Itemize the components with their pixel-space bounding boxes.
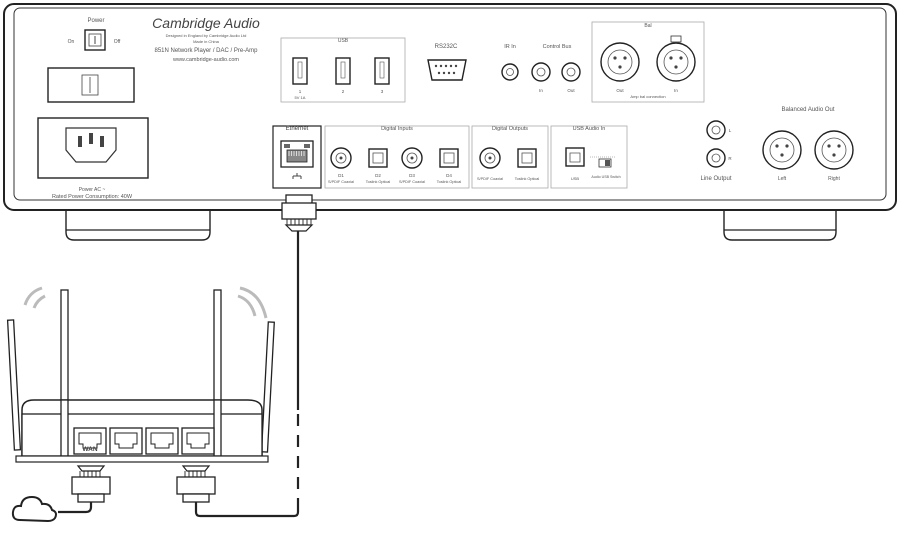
wifi-signal-left-icon (23, 286, 46, 309)
device-foot-right (723, 206, 837, 241)
d4-sub: Toslink Optical (437, 180, 462, 184)
router-wan-label: WAN (82, 446, 97, 453)
internet-cable (58, 502, 93, 514)
digital-output-coax[interactable] (479, 147, 501, 169)
power-rating-label: Power AC ~ (79, 187, 106, 193)
digital-outputs-label: Digital Outputs (492, 126, 528, 132)
line-output-panel: L R Line Output (700, 120, 732, 182)
digital-input-d4-optical[interactable] (439, 148, 459, 168)
power-off-label: Off (114, 39, 121, 45)
digital-input-d2-optical[interactable] (368, 148, 388, 168)
power-switch[interactable]: Power On Off (68, 18, 121, 51)
d4-label: D4 (446, 173, 452, 178)
ethernet-port-panel: Ethernet (272, 125, 322, 189)
d1-sub: S/PDIF Coaxial (328, 180, 354, 184)
xlr-header: Bal (644, 23, 651, 29)
d3-sub: S/PDIF Coaxial (399, 180, 425, 184)
ethernet-plug-wan (71, 465, 111, 503)
digital-inputs-panel: Digital Inputs D1 S/PDIF Coaxial D2 Tosl… (324, 125, 470, 189)
router-lan-port-1[interactable] (109, 427, 143, 455)
usb-header: USB (338, 38, 349, 44)
ethernet-port[interactable] (280, 140, 314, 168)
digital-outputs-panel: Digital Outputs S/PDIF Coaxial Toslink O… (471, 125, 549, 189)
router-lan-port-3[interactable] (181, 427, 215, 455)
usb-b-port[interactable] (565, 147, 585, 167)
brand-block: Cambridge Audio Designed in England by C… (152, 15, 260, 63)
ethernet-plug-device (281, 194, 317, 232)
usb-port-2[interactable] (335, 57, 351, 85)
control-bus-in-jack[interactable] (531, 62, 551, 82)
control-bus-label: Control Bus (543, 44, 572, 50)
cb-in-label: In (539, 88, 543, 93)
ir-in-jack[interactable]: IR In (501, 44, 519, 81)
balanced-audio-out-panel: Balanced Audio Out Left Right (762, 107, 854, 182)
usb-port-1[interactable] (292, 57, 308, 85)
usb-3-label: 3 (381, 89, 384, 94)
xlr-in-label: In (674, 88, 678, 93)
usb-ports-panel: USB 1 2 3 5V 1A (280, 37, 406, 103)
bal-right-label: Right (828, 176, 840, 182)
wifi-signal-right-icon (237, 286, 268, 319)
cb-out-label: Out (567, 88, 575, 93)
usb-1-label: 1 (299, 89, 302, 94)
usb-audio-in-label: USB Audio In (573, 126, 606, 132)
xlr-out-label: Out (616, 88, 624, 93)
power-label: Power (87, 18, 104, 24)
line-output-left-jack[interactable] (706, 120, 726, 140)
rs232-port[interactable]: RS232C (427, 44, 467, 81)
network-symbol-icon (292, 173, 302, 179)
power-on-label: On (68, 39, 75, 45)
xlr-in-connector[interactable] (656, 35, 696, 82)
internet-cloud-icon (11, 495, 57, 523)
website: www.cambridge-audio.com (172, 57, 239, 63)
control-bus-out-jack[interactable] (561, 62, 581, 82)
router-lan-port-2[interactable] (145, 427, 179, 455)
usb-audio-in-panel: USB Audio In USB Audio USB Switch (550, 125, 628, 189)
d1-label: D1 (338, 173, 344, 178)
usb-2-label: 2 (342, 89, 345, 94)
usb-note: 5V 1A (295, 95, 306, 100)
line-out-r: R (728, 156, 732, 161)
voltage-selector (47, 67, 135, 103)
xlr-out-connector[interactable] (600, 42, 640, 82)
ethernet-label: Ethernet (286, 126, 309, 132)
brand-designed: Designed in England by Cambridge Audio L… (166, 33, 247, 38)
rs232-label: RS232C (435, 44, 458, 50)
balanced-audio-out-label: Balanced Audio Out (781, 107, 834, 113)
brand-name: Cambridge Audio (152, 15, 260, 31)
line-out-l: L (729, 128, 732, 133)
control-bus-jacks: Control Bus In Out (531, 44, 581, 93)
usb-port-3[interactable] (374, 57, 390, 85)
model-name: 851N Network Player / DAC / Pre-Amp (154, 48, 258, 54)
brand-made-in: Made in China (193, 39, 220, 44)
ir-in-label: IR In (504, 44, 516, 50)
do2-label: Toslink Optical (515, 177, 540, 181)
do1-label: S/PDIF Coaxial (477, 177, 503, 181)
usb-audio-switch[interactable] (598, 158, 612, 168)
digital-inputs-label: Digital Inputs (381, 126, 413, 132)
bal-left-label: Left (778, 176, 787, 182)
digital-output-optical[interactable] (517, 148, 537, 168)
router-wan-port[interactable]: WAN (73, 427, 107, 455)
xlr-note: Amp bal connection (630, 94, 665, 99)
line-output-label: Line Output (700, 176, 731, 182)
ethernet-cable (194, 231, 300, 518)
device-foot-left (65, 206, 211, 241)
digital-input-d3-coax[interactable] (401, 147, 423, 169)
usb-switch-label: Audio USB Switch (591, 175, 620, 179)
d3-label: D3 (409, 173, 415, 178)
balanced-out-left-xlr[interactable] (762, 130, 802, 170)
xlr-io-panel: Bal Out In Amp bal connection (591, 21, 705, 103)
power-consumption-label: Rated Power Consumption: 40W (52, 194, 133, 200)
ethernet-plug-lan (176, 465, 216, 503)
power-inlet: Power AC ~ Rated Power Consumption: 40W (37, 117, 149, 200)
usb-b-label: USB (571, 176, 580, 181)
balanced-out-right-xlr[interactable] (814, 130, 854, 170)
line-output-right-jack[interactable] (706, 148, 726, 168)
d2-label: D2 (375, 173, 381, 178)
d2-sub: Toslink Optical (366, 180, 391, 184)
digital-input-d1-coax[interactable] (330, 147, 352, 169)
